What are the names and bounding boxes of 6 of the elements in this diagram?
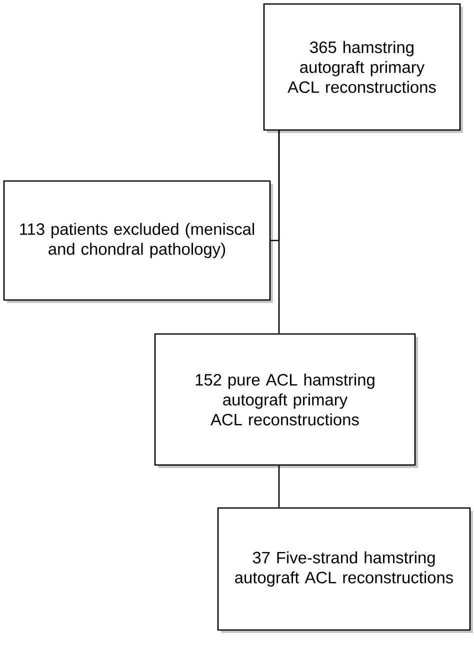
box: 152 pure ACL hamstring autograft primary ACL reconstructions	[154, 333, 418, 468]
connector-line	[278, 466, 280, 508]
box: 113 patients excluded (meniscal and chondral pathology)	[3, 180, 273, 303]
box: 365 hamstring autograft primary ACL reconstructions	[263, 3, 463, 133]
connector-line	[270, 130, 280, 242]
box: 37 Five-strand hamstring autograft ACL reconstructions	[217, 507, 473, 633]
